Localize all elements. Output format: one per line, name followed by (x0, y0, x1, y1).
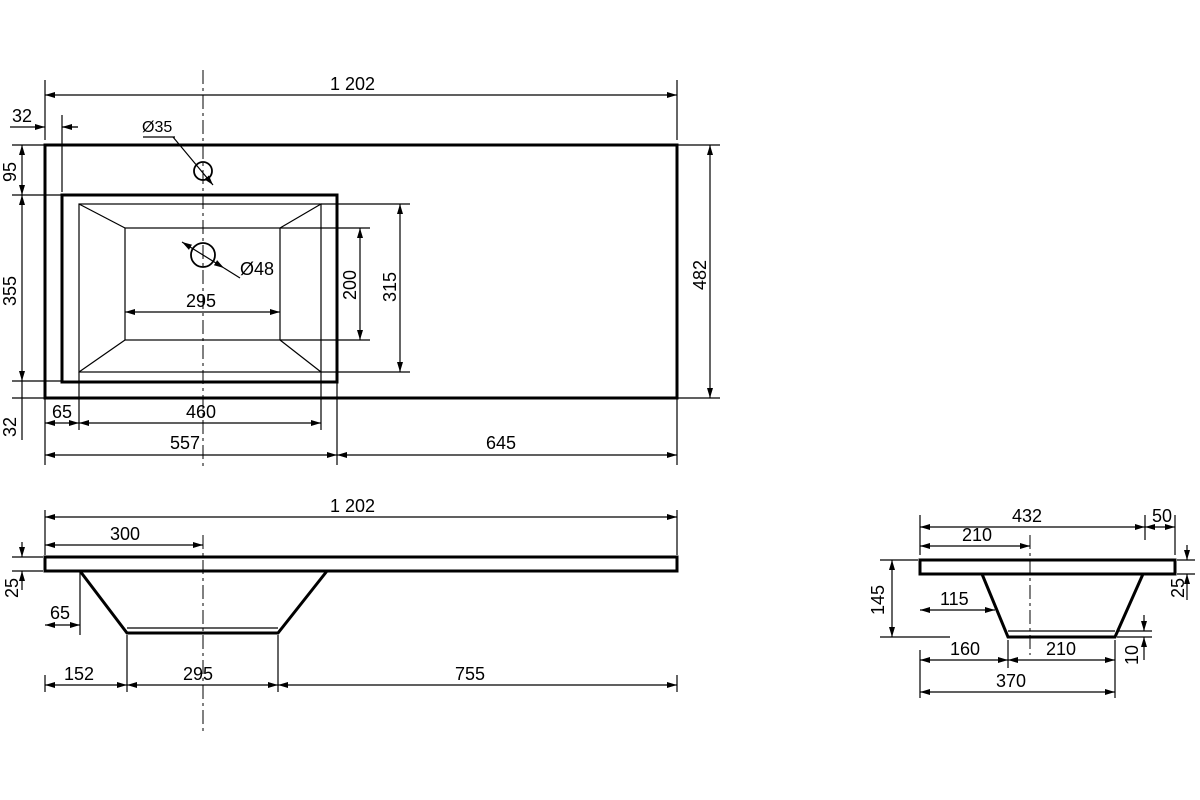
basin-outer-rim (60, 193, 339, 384)
tap-hole-leader (172, 136, 214, 186)
bowl-bottom (124, 227, 281, 341)
bowl-width-label: 295 (186, 291, 216, 311)
tap-hole (193, 161, 213, 181)
countertop-outline (43, 143, 679, 400)
side-bottom-span-label: 370 (996, 671, 1026, 691)
bowl-depth-label: 200 (340, 270, 360, 300)
side-total-height-label: 145 (868, 585, 888, 615)
front-bowl-bottom-label: 295 (183, 664, 213, 684)
side-bowl-profile (980, 573, 1145, 639)
side-front-to-axis-label: 210 (962, 525, 992, 545)
bevel-line (279, 203, 322, 229)
bevel-line (78, 203, 126, 229)
front-top-slab (43, 555, 679, 573)
side-bottom-thickness-label: 10 (1122, 645, 1142, 665)
bevel-line (279, 339, 322, 373)
bevel-line (78, 339, 126, 373)
total-depth-label: 482 (690, 260, 710, 290)
basin-inner-width-label: 460 (186, 402, 216, 422)
side-back-margin-label: 50 (1152, 506, 1172, 526)
side-bowl-height-label: 115 (940, 589, 969, 609)
right-deck-width-label: 645 (486, 433, 516, 453)
side-top-slab (918, 558, 1177, 576)
basin-inner-edge (78, 203, 322, 373)
edge-offset-label: 32 (12, 106, 32, 126)
drain-diameter-label: Ø48 (240, 259, 274, 279)
tap-hole-diameter-label: Ø35 (142, 119, 172, 136)
side-bowl-bottom-label: 210 (1046, 639, 1076, 659)
front-top-thickness-label: 25 (2, 578, 22, 598)
basin-outer-width-label: 557 (170, 433, 200, 453)
front-view: 1 202 300 25 65 152 295 755 (2, 496, 679, 735)
front-axis-offset-label: 300 (110, 524, 140, 544)
front-bowl-profile (78, 570, 329, 635)
front-overall-length-label: 1 202 (330, 496, 375, 516)
bottom-margin-label: 32 (0, 417, 20, 437)
top-view: Ø35 Ø48 1 202 32 95 355 32 482 (0, 70, 720, 470)
left-margin-label: 65 (52, 402, 72, 422)
overall-length-label: 1 202 (330, 74, 375, 94)
side-front-to-bowl-label: 160 (950, 639, 980, 659)
front-lip-label: 65 (50, 603, 70, 623)
top-margin-label: 95 (0, 162, 20, 182)
basin-inner-depth-label: 315 (380, 272, 400, 302)
front-left-to-bowl-label: 152 (64, 664, 94, 684)
side-top-thickness-label: 25 (1168, 578, 1188, 598)
front-right-to-end-label: 755 (455, 664, 485, 684)
side-overall-depth-label: 432 (1012, 506, 1042, 526)
basin-outer-depth-label: 355 (0, 276, 20, 306)
side-view: 432 50 210 25 145 115 10 160 210 (868, 506, 1195, 698)
